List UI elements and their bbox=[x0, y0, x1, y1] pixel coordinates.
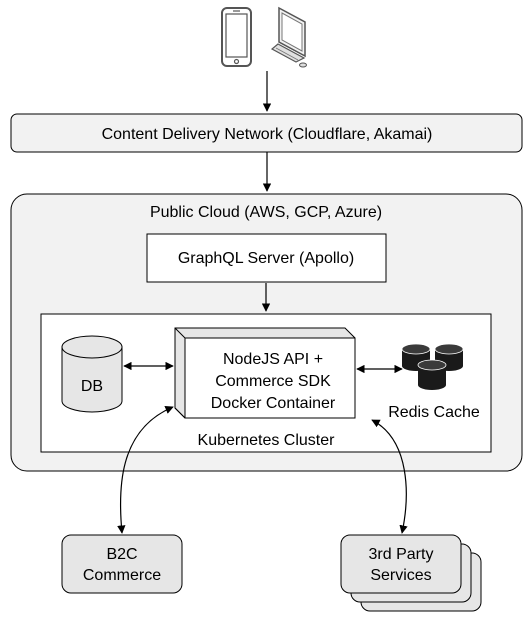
api-label-line-2: Commerce SDK bbox=[215, 373, 331, 390]
third-party-label-line-1: 3rd Party bbox=[369, 546, 434, 563]
arrow-api-b2c bbox=[117, 406, 174, 534]
smartphone-icon bbox=[221, 7, 252, 67]
api-label-line-1: NodeJS API + bbox=[223, 351, 323, 368]
graphql-server-label: GraphQL Server (Apollo) bbox=[178, 250, 354, 267]
third-party-services-stack bbox=[340, 534, 482, 612]
graphql-server-box bbox=[146, 233, 387, 283]
db-label: DB bbox=[81, 378, 103, 395]
redis-cache-label: Redis Cache bbox=[388, 404, 480, 421]
b2c-label-line-1: B2C bbox=[106, 546, 137, 563]
api-container-box bbox=[174, 327, 356, 419]
third-party-services-box bbox=[340, 534, 462, 594]
redis-cache-icon bbox=[401, 343, 464, 390]
kubernetes-cluster-label: Kubernetes Cluster bbox=[198, 432, 336, 449]
desktop-computer-icon bbox=[270, 6, 307, 68]
database-cylinder-icon bbox=[61, 335, 123, 413]
public-cloud-label: Public Cloud (AWS, GCP, Azure) bbox=[150, 204, 382, 221]
b2c-label-line-2: Commerce bbox=[83, 567, 161, 584]
arrow-api-third-party bbox=[371, 419, 408, 534]
api-label-line-3: Docker Container bbox=[211, 395, 336, 412]
third-party-label-line-2: Services bbox=[370, 567, 431, 584]
cdn-label: Content Delivery Network (Cloudflare, Ak… bbox=[102, 126, 433, 143]
b2c-commerce-box bbox=[61, 534, 183, 594]
